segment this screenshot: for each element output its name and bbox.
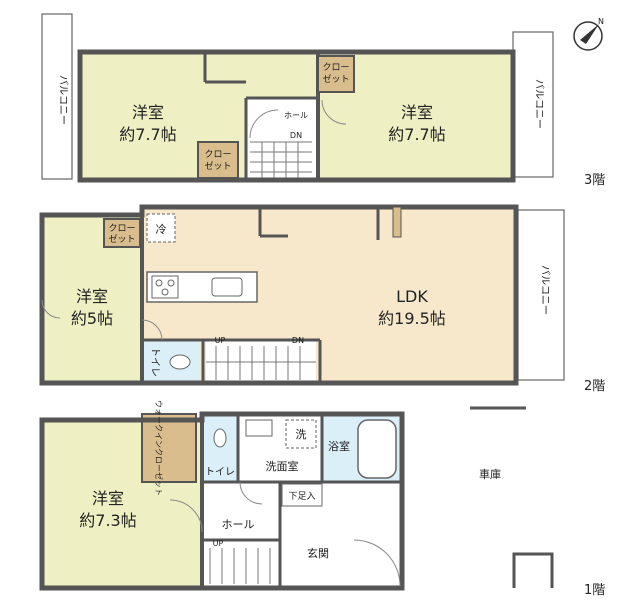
east-room-3f-name: 洋室 bbox=[401, 103, 433, 122]
walkin-closet-1f bbox=[141, 413, 197, 483]
closet-2f-l2: ゼット bbox=[108, 233, 135, 245]
toilet-2f-label: トイレ bbox=[149, 347, 160, 377]
shoe-cabinet-label: 下足入 bbox=[288, 491, 315, 502]
dn-2f: DN bbox=[292, 336, 304, 345]
balcony-left-3f bbox=[41, 13, 73, 180]
balcony-right-3f bbox=[512, 31, 554, 178]
fridge-label: 冷 bbox=[156, 223, 167, 236]
closet-3f-mid-l2: ゼット bbox=[204, 160, 231, 172]
garage-label: 車庫 bbox=[479, 467, 501, 481]
up-2f: UP bbox=[215, 336, 226, 345]
west-room-3f-name: 洋室 bbox=[132, 103, 164, 122]
west-room-2f-name: 洋室 bbox=[76, 287, 108, 306]
west-room-1f-name: 洋室 bbox=[92, 489, 124, 508]
west-room-1f-size: 約7.3帖 bbox=[79, 511, 136, 530]
ldk-name: LDK bbox=[396, 287, 428, 306]
floor-3-label: 3階 bbox=[584, 173, 605, 188]
floor-3: 洋室 約7.7帖 洋室 約7.7帖 クロー ゼット クロー ゼット ホール DN… bbox=[41, 13, 605, 188]
up-1f: UP bbox=[213, 539, 224, 548]
kitchen-counter bbox=[146, 271, 258, 303]
bath-label: 浴室 bbox=[328, 439, 350, 453]
ldk-size: 約19.5帖 bbox=[378, 309, 446, 328]
west-room-2f-size: 約5帖 bbox=[71, 309, 113, 328]
dn-3f: DN bbox=[290, 131, 302, 140]
floor-1: 洋室 約7.3帖 ウォークインクローゼット トイレ 洗面室 洗 浴室 下足入 ホ… bbox=[39, 400, 605, 598]
west-room-3f-size: 約7.7帖 bbox=[119, 125, 176, 144]
closet-2f-l1: クロー bbox=[108, 223, 135, 234]
floor-2-label: 2階 bbox=[584, 379, 605, 394]
compass-north-icon: N bbox=[573, 17, 604, 51]
closet-2f bbox=[103, 218, 141, 248]
floor-2: LDK 約19.5帖 洋室 約5帖 クロー ゼット 冷 トイレ UP DN バル… bbox=[39, 204, 605, 394]
closet-3f-mid-l1: クロー bbox=[204, 149, 231, 160]
balcony-right-3f-label: バルコニー bbox=[533, 79, 545, 129]
svg-text:N: N bbox=[598, 17, 604, 26]
balcony-2f-label: バルコニー bbox=[539, 265, 551, 315]
closet-3f-top-l2: ゼット bbox=[322, 73, 349, 85]
hall-3f: ホール bbox=[284, 111, 308, 120]
closet-3f-mid bbox=[197, 141, 239, 179]
toilet-1f bbox=[204, 414, 238, 482]
fridge-2f bbox=[146, 213, 176, 243]
balcony-2f bbox=[517, 209, 565, 381]
shoe-cabinet bbox=[281, 483, 323, 507]
floor-1-label: 1階 bbox=[584, 583, 605, 598]
east-room-3f-size: 約7.7帖 bbox=[388, 125, 445, 144]
walkin-closet-label: ウォークインクローゼット bbox=[154, 400, 164, 496]
washer-label: 洗 bbox=[296, 428, 307, 441]
hall-1f: ホール bbox=[222, 518, 255, 531]
closet-3f-top bbox=[317, 55, 355, 93]
washer-space bbox=[285, 419, 317, 449]
closet-3f-top-l1: クロー bbox=[322, 62, 349, 73]
entrance-label: 玄関 bbox=[307, 546, 329, 560]
washroom-label: 洗面室 bbox=[266, 459, 299, 473]
balcony-left-3f-label: バルコニー bbox=[57, 75, 69, 125]
toilet-1f-label: トイレ bbox=[205, 467, 235, 478]
